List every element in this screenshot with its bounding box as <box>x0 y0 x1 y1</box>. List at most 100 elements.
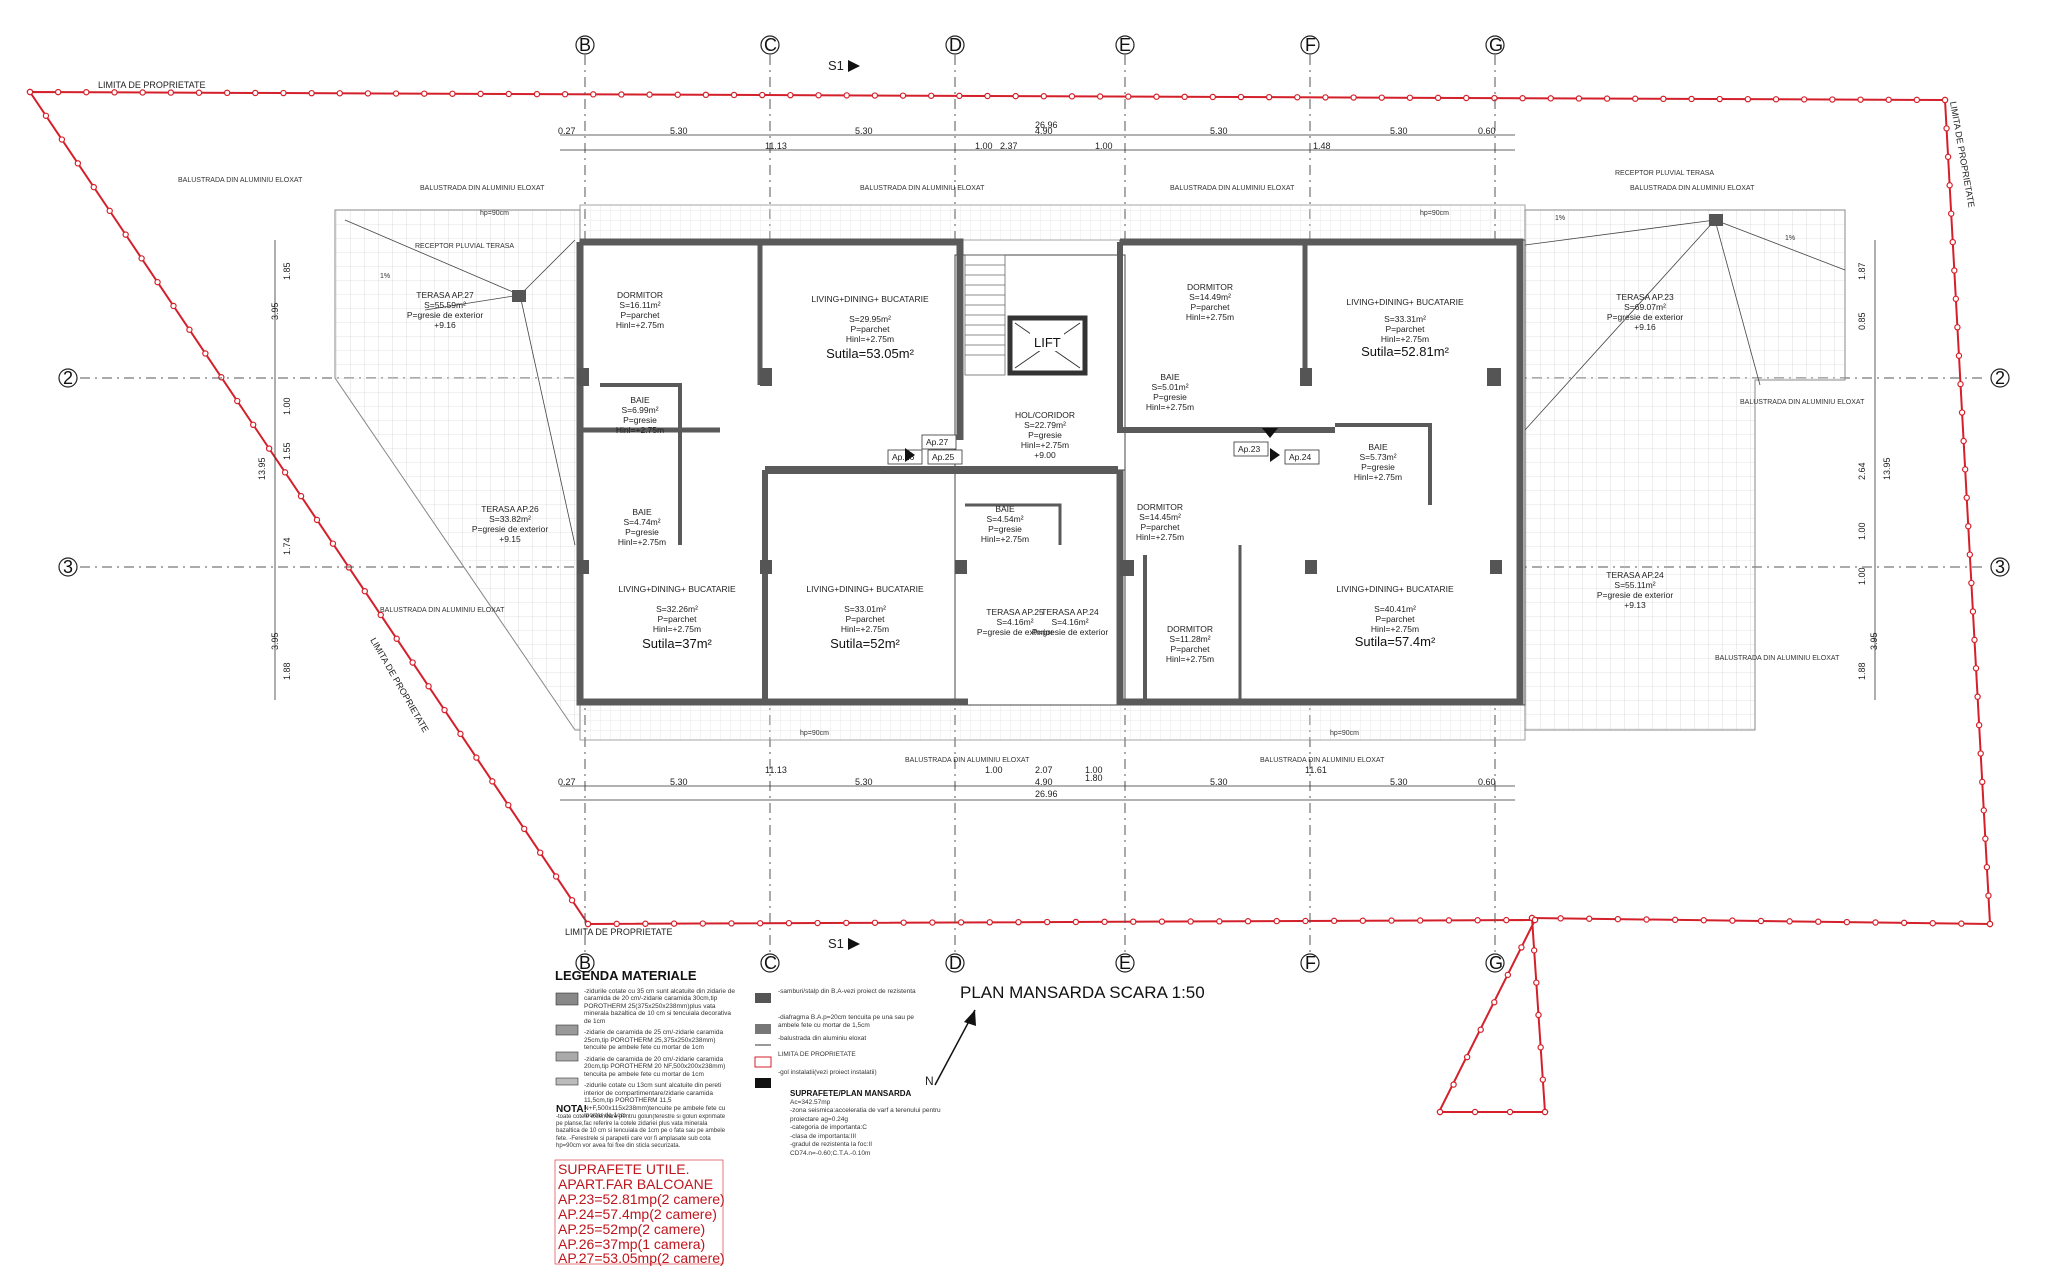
property-limit-marker <box>728 920 735 927</box>
axis-label-E-bottom: E <box>1119 953 1131 973</box>
property-limit-marker <box>1929 920 1936 927</box>
room-living-ap23: LIVING+DINING+ BUCATARIE S=33.31m² P=par… <box>1346 297 1464 359</box>
property-limit-marker <box>1986 920 1994 928</box>
svg-text:S1: S1 <box>828 936 844 951</box>
section-marks: S1 S1 <box>828 58 860 951</box>
property-limit-marker <box>505 801 512 809</box>
property-limit-marker <box>1557 915 1564 922</box>
property-limit-marker <box>1829 96 1836 103</box>
property-limit-marker <box>111 89 118 96</box>
svg-text:BAIE: BAIE <box>995 504 1015 514</box>
property-limit-marker <box>361 588 368 595</box>
svg-text:TERASA AP.26: TERASA AP.26 <box>481 504 539 514</box>
axis-label-E: E <box>1119 35 1131 55</box>
property-limit-marker <box>871 919 879 926</box>
room-living-ap24: LIVING+DINING+ BUCATARIE S=40.41m² P=par… <box>1336 584 1454 649</box>
svg-text:Hinl=+2.75m: Hinl=+2.75m <box>616 320 664 330</box>
property-limit-marker <box>1586 915 1593 922</box>
property-limit-marker <box>329 540 337 547</box>
property-limit-marker <box>336 90 343 97</box>
rain-drain-lines <box>344 219 1846 546</box>
svg-text:AP.25=52mp(2 camere): AP.25=52mp(2 camere) <box>558 1221 705 1237</box>
dimension-texts-left: 1.85 3.95 1.00 1.55 1.74 3.95 1.88 13.95 <box>257 262 292 680</box>
svg-text:5.30: 5.30 <box>1210 777 1228 787</box>
svg-text:AP.26=37mp(1 camera): AP.26=37mp(1 camera) <box>558 1236 705 1252</box>
property-limit-marker <box>1012 92 1019 100</box>
room-dormitor-ap23: DORMITOR S=14.49m² P=parchet Hinl=+2.75m <box>1186 282 1234 322</box>
property-limit-marker <box>1072 918 1080 926</box>
drawing-title: PLAN MANSARDA SCARA 1:50 <box>960 983 1205 1002</box>
svg-text:TERASA AP.25: TERASA AP.25 <box>986 607 1044 617</box>
room-living-ap26: LIVING+DINING+ BUCATARIE S=32.26m² P=par… <box>618 584 736 651</box>
svg-text:11.13: 11.13 <box>765 765 787 775</box>
property-limit-marker <box>1187 918 1194 925</box>
svg-text:13.95: 13.95 <box>1882 457 1892 480</box>
north-arrow: N <box>925 1009 976 1088</box>
svg-text:Ap.23: Ap.23 <box>1238 444 1260 454</box>
svg-text:Hinl=+2.75m: Hinl=+2.75m <box>981 534 1029 544</box>
property-limit-marker <box>1096 93 1104 100</box>
property-limit-line <box>28 90 1992 1113</box>
property-limit-marker <box>1716 95 1723 103</box>
property-limit-marker <box>1958 409 1966 416</box>
property-limit-marker <box>1980 807 1987 814</box>
property-limit-marker <box>1800 96 1808 103</box>
svg-text:S=16.11m²: S=16.11m² <box>619 300 660 310</box>
property-limit-marker <box>1330 917 1338 925</box>
property-limit-marker <box>618 91 625 98</box>
property-limit-marker <box>1966 551 1974 558</box>
property-limit-marker <box>1614 915 1622 923</box>
terraces <box>334 204 1846 741</box>
property-limit-marker <box>1969 608 1977 615</box>
svg-text:S=14.45m²: S=14.45m² <box>1139 512 1181 522</box>
axis-label-F: F <box>1305 35 1316 55</box>
axis-label-2-left: 2 <box>63 368 73 388</box>
svg-text:BALUSTRADA DIN ALUMINIU ELOXAT: BALUSTRADA DIN ALUMINIU ELOXAT <box>420 185 545 192</box>
svg-text:S=4.54m²: S=4.54m² <box>986 514 1023 524</box>
property-limit-marker <box>814 919 821 927</box>
property-limit-marker <box>138 255 145 262</box>
svg-text:DORMITOR: DORMITOR <box>1187 282 1233 292</box>
room-holcoridor: HOL/CORIDOR S=22.79m² P=gresie Hinl=+2.7… <box>1015 410 1075 460</box>
property-limit-marker <box>756 920 764 927</box>
property-limit-marker <box>1955 352 1963 359</box>
svg-text:+9.16: +9.16 <box>1634 322 1656 332</box>
property-limit-marker <box>1388 917 1395 924</box>
property-limit-marker <box>1265 93 1273 101</box>
svg-text:2.64: 2.64 <box>1857 462 1867 480</box>
property-limit-marker <box>1843 918 1851 926</box>
svg-text:Hinl=+2.75m: Hinl=+2.75m <box>841 624 889 634</box>
svg-text:P=gresie de exterior: P=gresie de exterior <box>472 524 548 534</box>
legend-item: -zidarie de caramida de 20 cm/-zidarie c… <box>584 1055 726 1078</box>
property-limit-marker <box>702 91 710 99</box>
svg-text:4.90: 4.90 <box>1035 126 1053 136</box>
svg-text:Hinl=+2.75m: Hinl=+2.75m <box>1371 624 1419 634</box>
svg-text:2.07: 2.07 <box>1035 765 1053 775</box>
svg-text:5.30: 5.30 <box>1210 126 1228 136</box>
svg-text:S=33.82m²: S=33.82m² <box>489 514 531 524</box>
svg-text:3.95: 3.95 <box>1869 632 1879 650</box>
property-limit-marker <box>1503 916 1510 924</box>
svg-text:APART.FAR BALCOANE: APART.FAR BALCOANE <box>558 1176 713 1192</box>
property-limit-marker <box>1982 835 1989 842</box>
property-limit-marker <box>1445 917 1453 924</box>
property-limit-marker <box>1040 93 1048 100</box>
svg-text:P=gresie: P=gresie <box>1028 430 1062 440</box>
svg-text:S=69.07m²: S=69.07m² <box>1624 302 1666 312</box>
property-limit-marker <box>186 326 193 333</box>
svg-text:P=gresie de exterior: P=gresie de exterior <box>1032 627 1108 637</box>
svg-text:S=33.31m²: S=33.31m² <box>1384 314 1426 324</box>
useful-surfaces-summary: SUPRAFETE UTILE. APART.FAR BALCOANE AP.2… <box>554 1159 725 1266</box>
property-limit-marker <box>927 92 935 99</box>
property-limit-marker <box>1506 1108 1514 1116</box>
svg-text:AP.27=53.05mp(2 camere): AP.27=53.05mp(2 camere) <box>558 1250 725 1266</box>
svg-text:5.30: 5.30 <box>1390 126 1408 136</box>
svg-text:1%: 1% <box>1785 235 1795 242</box>
svg-text:Hinl=+2.75m: Hinl=+2.75m <box>1136 532 1184 542</box>
svg-text:P=gresie: P=gresie <box>625 527 659 537</box>
lift: LIFT <box>1007 315 1088 376</box>
svg-text:2.37: 2.37 <box>1000 141 1018 151</box>
property-limit-marker <box>1043 918 1051 926</box>
svg-text:5.30: 5.30 <box>670 777 688 787</box>
property-limit-marker <box>670 920 678 927</box>
